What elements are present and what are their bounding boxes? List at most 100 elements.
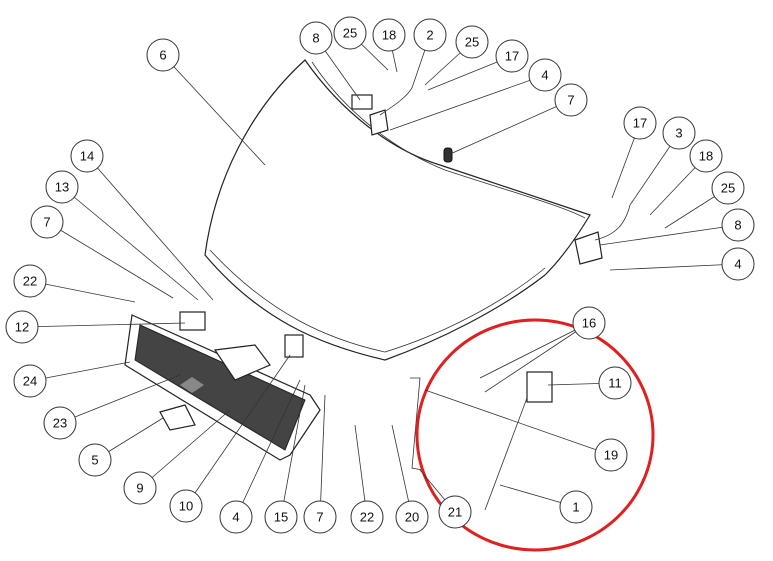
callout: 24 (13, 364, 47, 398)
callout-number: 4 (232, 510, 239, 525)
callout: 7 (554, 83, 588, 117)
callout-circle (495, 39, 529, 73)
leader-line (389, 74, 546, 131)
grille (124, 314, 321, 461)
leader-line (479, 322, 590, 379)
hood-latch-12 (179, 311, 206, 331)
callout: 4 (721, 247, 755, 281)
callout-circle (219, 500, 253, 534)
callout-number: 18 (382, 28, 396, 43)
leader-line (21, 322, 186, 328)
callout-circle (721, 247, 755, 281)
callout-number: 7 (43, 215, 50, 230)
callout-circle (662, 116, 696, 150)
callout: 16 (572, 306, 606, 340)
callout: 17 (495, 39, 529, 73)
callout-circle (598, 366, 632, 400)
callout-circle (5, 310, 39, 344)
leader-line (599, 224, 739, 246)
callout: 13 (45, 170, 79, 204)
leader-line (280, 384, 306, 518)
callout-number: 7 (567, 93, 574, 108)
callout-number: 8 (312, 31, 319, 46)
callout: 8 (721, 208, 755, 242)
callout: 23 (43, 406, 77, 440)
strut-bracket (526, 371, 553, 403)
callout-number: 22 (360, 510, 374, 525)
callout-number: 24 (23, 374, 37, 389)
callout-number: 6 (159, 48, 166, 63)
callout-circle (78, 443, 112, 477)
leader-line (46, 221, 174, 299)
callout: 22 (350, 500, 384, 534)
callout-circle (689, 139, 723, 173)
callout-circle (438, 495, 472, 529)
leader-line (61, 186, 199, 301)
callout: 18 (689, 139, 723, 173)
callout: 5 (78, 443, 112, 477)
callout-circle (30, 205, 64, 239)
callout-number: 18 (699, 149, 713, 164)
callout: 18 (372, 18, 406, 52)
callout-circle (455, 25, 489, 59)
callout-circle (146, 38, 180, 72)
callout-circle (333, 16, 367, 50)
callout-number: 10 (179, 499, 193, 514)
callout-number: 25 (721, 181, 735, 196)
callout: 22 (13, 264, 47, 298)
callout-circle (554, 83, 588, 117)
callout: 1 (559, 490, 593, 524)
callout-number: 5 (91, 453, 98, 468)
leader-line (185, 354, 291, 507)
callout-circle (395, 500, 429, 534)
callout: 8 (299, 21, 333, 55)
callout-number: 21 (448, 505, 462, 520)
callout-circle (45, 170, 79, 204)
callout: 11 (598, 366, 632, 400)
callout-number: 15 (274, 510, 288, 525)
left-hinge (351, 84, 414, 136)
callout-number: 19 (604, 448, 618, 463)
callout-number: 9 (136, 481, 143, 496)
callout-circle (43, 406, 77, 440)
callout: 19 (594, 438, 628, 472)
callout-circle (303, 500, 337, 534)
callout-circle (372, 18, 406, 52)
callout: 7 (303, 500, 337, 534)
callout-number: 8 (734, 218, 741, 233)
callout-number: 12 (15, 320, 29, 335)
highlight-circle (415, 318, 655, 552)
callout-circle (13, 364, 47, 398)
callout-circle (528, 58, 562, 92)
callout: 4 (219, 500, 253, 534)
callout-number: 14 (80, 149, 94, 164)
callout-number: 3 (675, 126, 682, 141)
callout: 4 (528, 58, 562, 92)
hood-panel (204, 59, 591, 361)
callout-circle (70, 139, 104, 173)
leader-line (424, 389, 612, 456)
prop-rod (410, 377, 423, 471)
callout-number: 25 (343, 26, 357, 41)
callout-number: 4 (541, 68, 548, 83)
leader-line (484, 322, 590, 393)
leader-line (162, 54, 266, 166)
callout: 12 (5, 310, 39, 344)
callout-number: 20 (405, 510, 419, 525)
callout-circle (572, 306, 606, 340)
leader-line (447, 99, 572, 156)
callout-circle (13, 264, 47, 298)
gas-strut (484, 389, 531, 511)
callout-circle (299, 21, 333, 55)
leader-line (139, 409, 231, 489)
callout: 10 (169, 489, 203, 523)
callout-number: 22 (23, 274, 37, 289)
callout-circle (169, 489, 203, 523)
leader-line (609, 263, 739, 271)
latch-bracket (213, 344, 271, 381)
leader-line (319, 394, 326, 518)
leader-line (29, 280, 136, 303)
callout-circle (623, 106, 657, 140)
callout-number: 4 (734, 257, 741, 272)
callout-number: 17 (505, 49, 519, 64)
